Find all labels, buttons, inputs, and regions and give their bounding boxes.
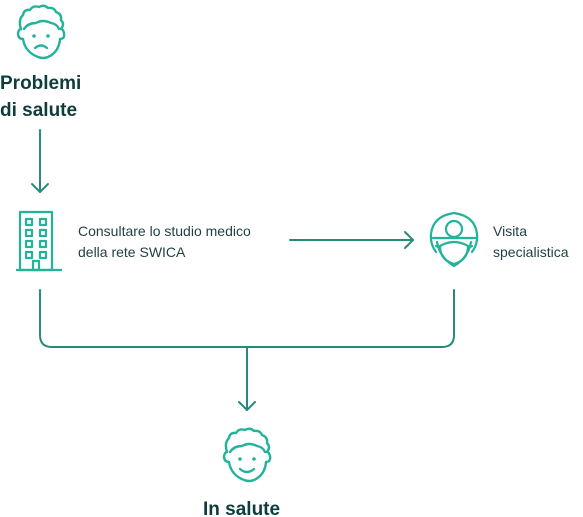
end-title: In salute	[203, 499, 281, 517]
doctor-icon	[429, 211, 479, 268]
specialist-label-line1: Visita	[493, 223, 527, 239]
clinic-label-line2: della rete SWICA	[78, 244, 186, 260]
merge-connector	[39, 289, 455, 348]
smiling-face-icon	[222, 427, 272, 483]
clinic-label: Consultare lo studio medico della rete S…	[78, 221, 251, 263]
specialist-label-line2: specialistica	[493, 244, 569, 260]
clinic-label-line1: Consultare lo studio medico	[78, 223, 251, 239]
arrowhead-specialist	[404, 231, 414, 249]
specialist-label: Visita specialistica	[493, 221, 568, 263]
start-title-line2: di salute	[0, 100, 78, 121]
sad-face-icon	[16, 4, 66, 60]
start-title: Problemi di salute	[0, 70, 81, 124]
arrowhead-start	[31, 183, 49, 193]
building-icon	[16, 210, 62, 272]
arrowhead-end	[238, 401, 256, 411]
start-title-line1: Problemi	[0, 73, 82, 94]
